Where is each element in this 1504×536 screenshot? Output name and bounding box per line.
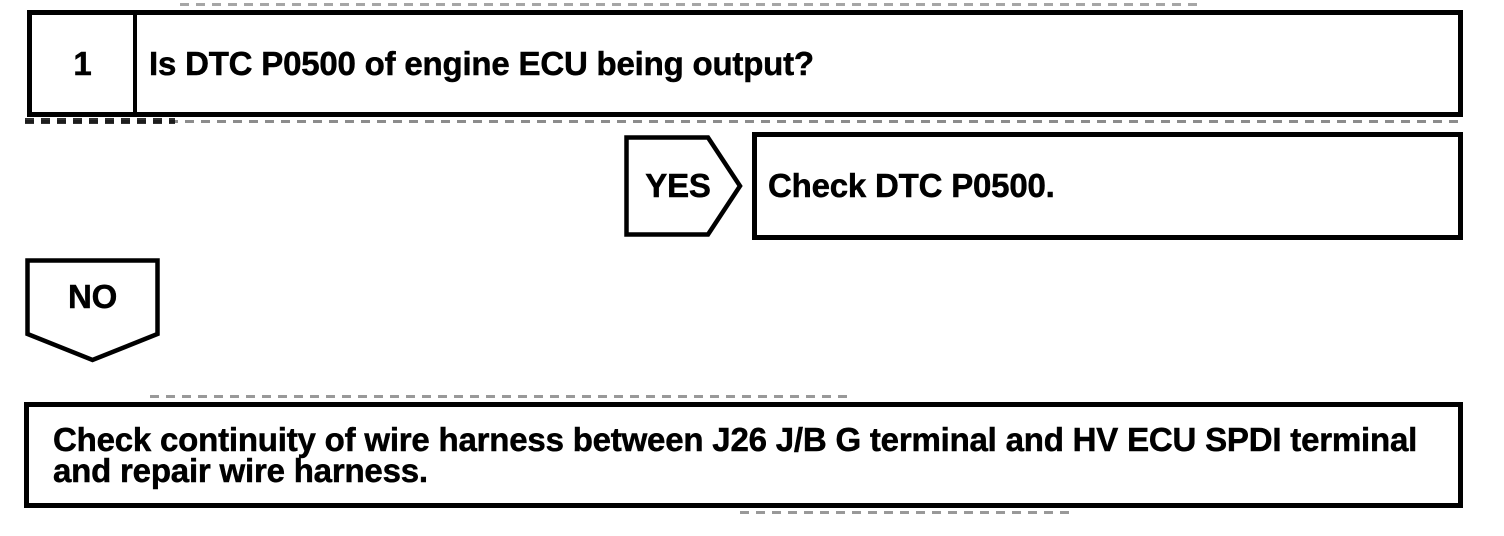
yes-connector: YES [624, 135, 743, 237]
scan-artifact [180, 3, 1200, 6]
yes-action-text: Check DTC P0500. [768, 167, 1055, 205]
no-action-box: Check continuity of wire harness between… [24, 402, 1463, 508]
no-action-text: Check continuity of wire harness between… [53, 421, 1418, 489]
step-question-cell: Is DTC P0500 of engine ECU being output? [137, 15, 1458, 112]
step-number: 1 [73, 44, 92, 82]
scan-artifact [25, 120, 1460, 123]
no-label: NO [67, 277, 118, 315]
step-question-box: 1 Is DTC P0500 of engine ECU being outpu… [27, 10, 1463, 117]
yes-action-box: Check DTC P0500. [752, 132, 1463, 240]
scan-artifact [740, 511, 1070, 514]
no-arrow-down-icon [25, 258, 160, 363]
step-question-text: Is DTC P0500 of engine ECU being output? [149, 44, 815, 82]
step-number-cell: 1 [32, 15, 137, 112]
yes-arrow-right-icon [624, 135, 743, 237]
scan-artifact [150, 395, 850, 398]
no-connector: NO [25, 258, 160, 363]
yes-label: YES [645, 167, 711, 205]
scan-artifact [25, 118, 175, 124]
